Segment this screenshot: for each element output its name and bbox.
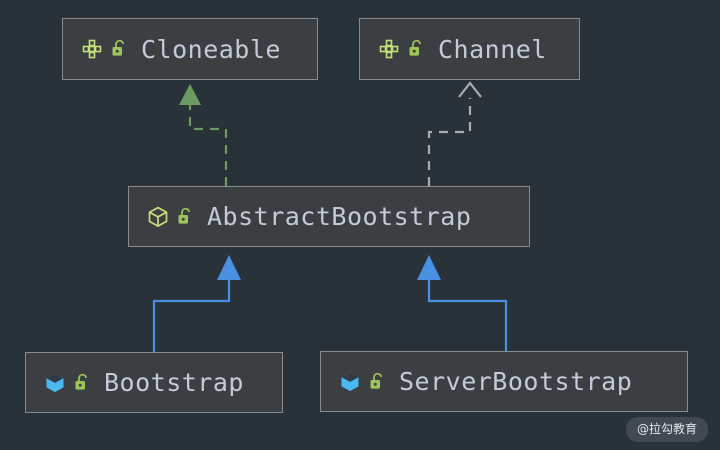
uml-node-bootstrap[interactable]: Bootstrap [25,352,283,413]
uml-node-channel[interactable]: Channel [359,18,580,80]
uml-node-label-bootstrap: Bootstrap [104,368,244,397]
lock-open-icon [365,369,387,395]
edge-abstract-bootstrap-implements-cloneable [179,84,228,186]
uml-node-label-server-bootstrap: ServerBootstrap [399,367,633,396]
uml-node-label-cloneable: Cloneable [141,34,281,64]
uml-node-abstract-bootstrap[interactable]: AbstractBootstrap [128,186,530,247]
uml-node-cloneable[interactable]: Cloneable [62,18,318,80]
edge-bootstrap-extends-abstract-bootstrap [152,255,241,352]
uml-node-label-channel: Channel [438,34,547,64]
uml-node-label-abstract-bootstrap: AbstractBootstrap [207,202,472,231]
watermark: @拉勾教育 [625,417,708,442]
lock-open-icon [70,370,92,396]
class-icon [337,369,363,395]
edge-server-bootstrap-extends-abstract-bootstrap [417,255,508,351]
edge-abstract-bootstrap-depends-channel [427,81,482,186]
lock-open-icon [173,204,195,230]
interface-icon [79,36,105,62]
uml-node-server-bootstrap[interactable]: ServerBootstrap [320,351,688,412]
interface-icon [376,36,402,62]
abstract-class-icon [145,204,171,230]
lock-open-icon [404,36,426,62]
lock-open-icon [107,36,129,62]
class-icon [42,370,68,396]
